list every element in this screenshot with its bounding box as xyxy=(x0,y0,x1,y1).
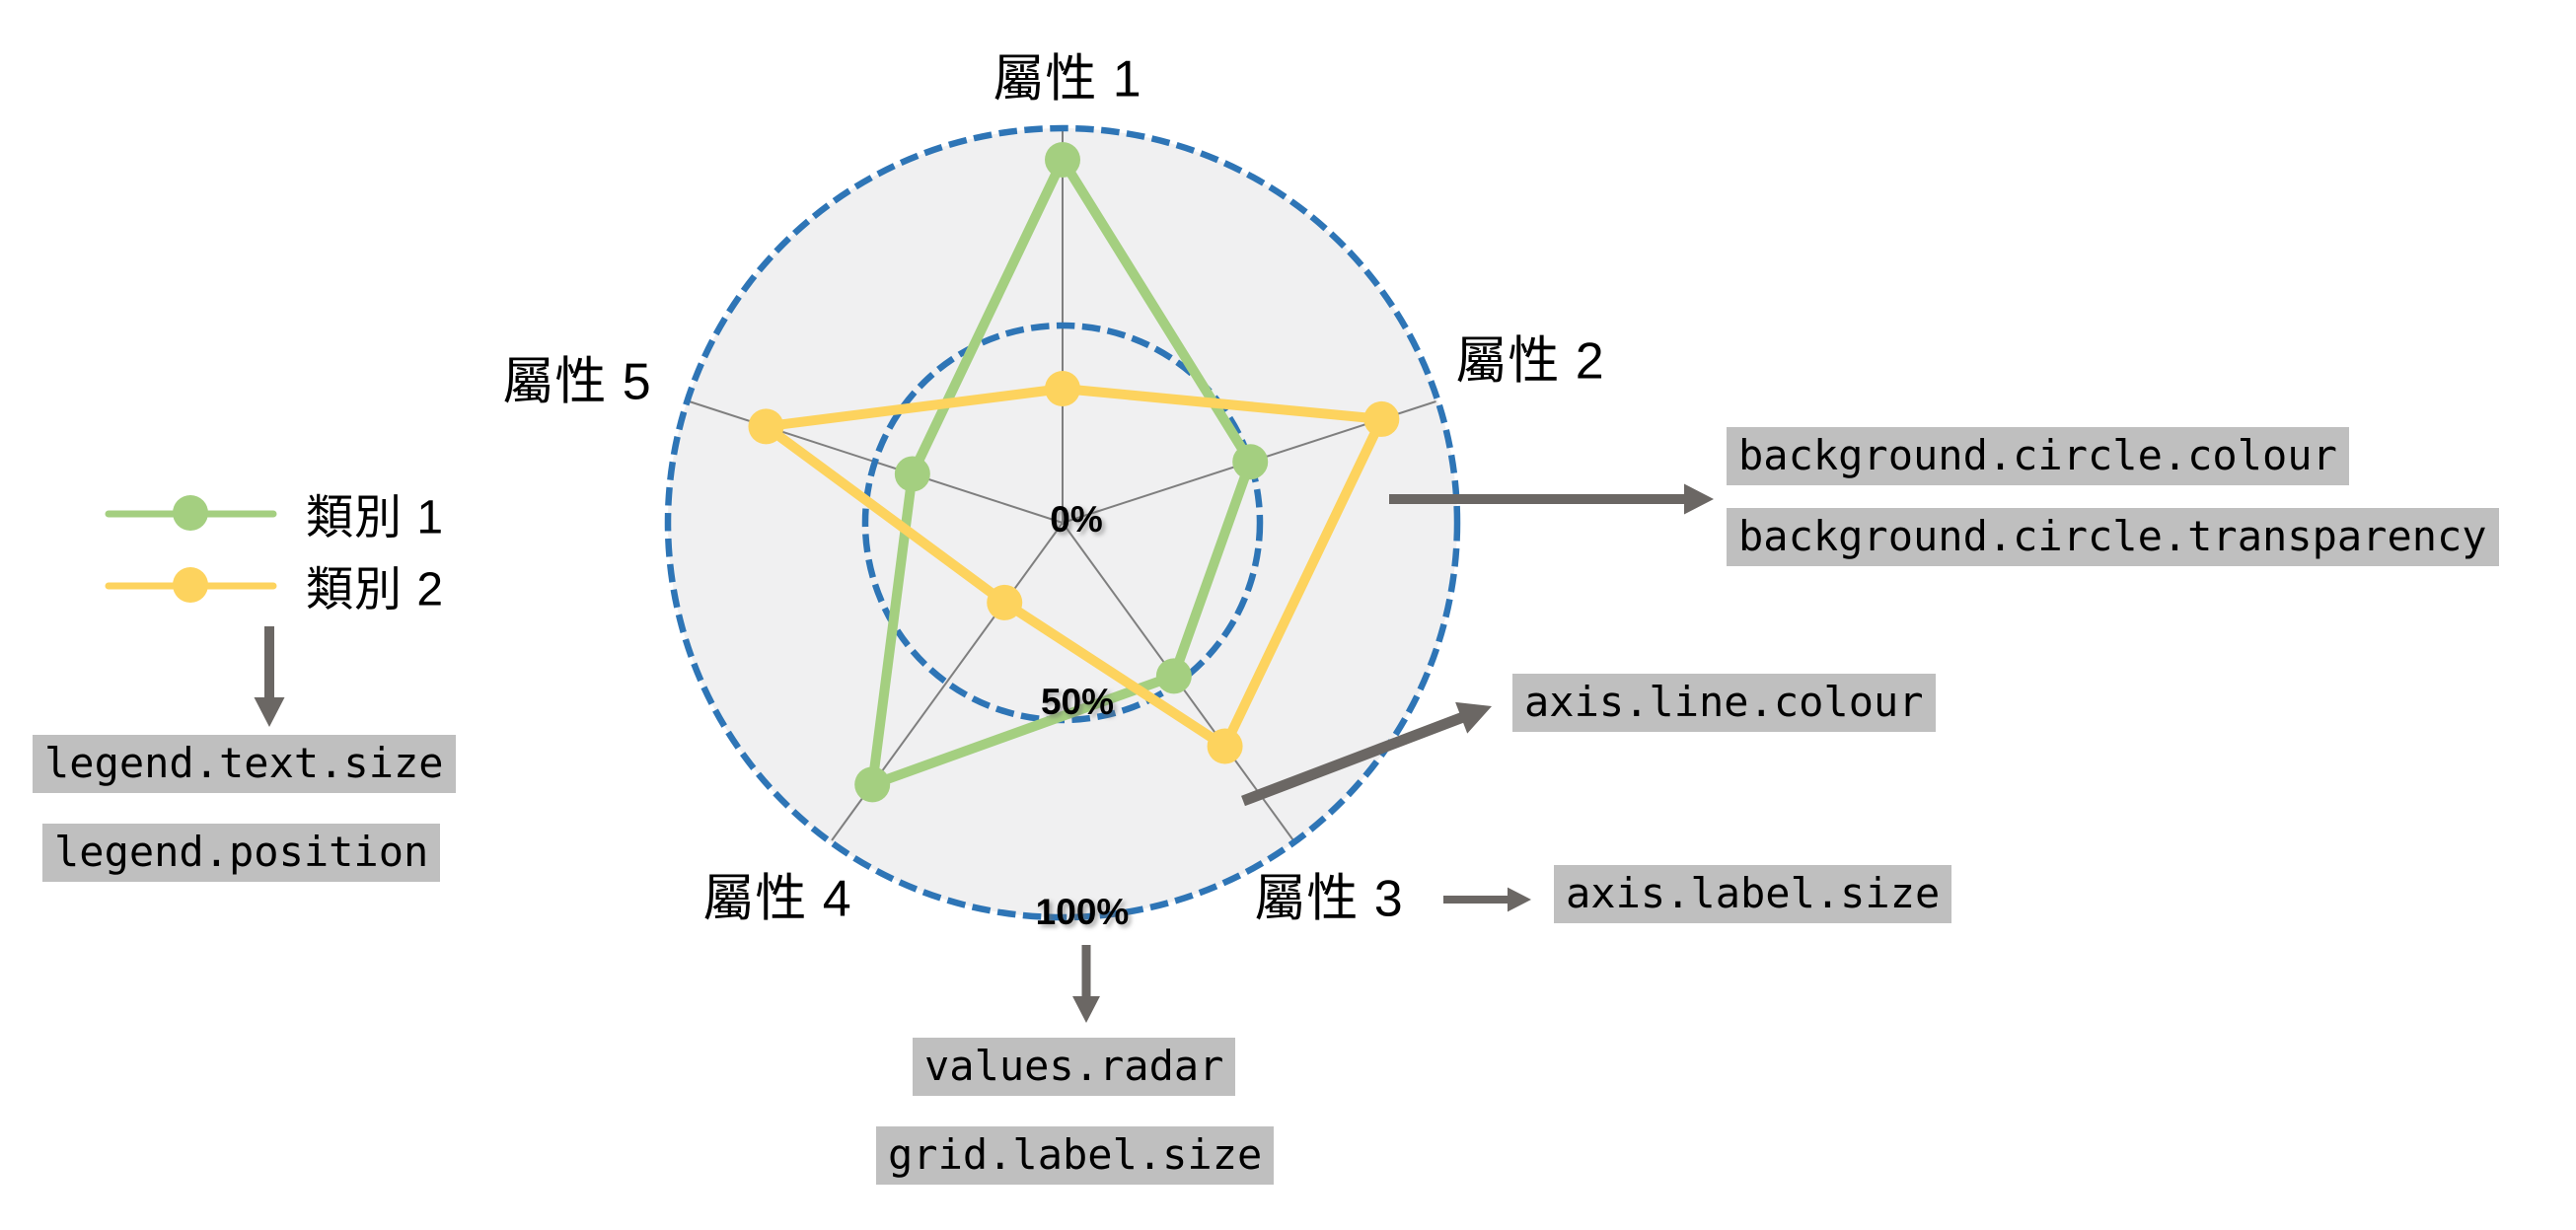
legend-item-label-2: 類別 2 xyxy=(306,563,445,616)
callout-axis-line-colour: axis.line.colour xyxy=(1512,674,1936,732)
callout-background-circle-colour: background.circle.colour xyxy=(1727,427,2349,485)
series-1-point-3 xyxy=(1155,658,1192,694)
callout-grid-label-size: grid.label.size xyxy=(876,1126,1275,1185)
axis-label-2: 屬性 2 xyxy=(1455,332,1605,391)
series-line-1 xyxy=(867,155,1256,790)
series-2-point-2 xyxy=(1363,400,1400,437)
series-1-point-1 xyxy=(1045,142,1080,178)
series-1-point-2 xyxy=(1232,444,1269,480)
callout-values-radar: values.radar xyxy=(913,1038,1236,1096)
legend-dot-icon-1 xyxy=(173,495,208,531)
series-2-point-5 xyxy=(748,408,784,445)
axis-label-arrow-head-icon xyxy=(1508,887,1531,912)
legend-item-label-1: 類別 1 xyxy=(306,491,445,544)
series-2-point-3 xyxy=(1207,728,1243,764)
legend-arrow-head-icon xyxy=(254,697,285,727)
grid-label-50: 50% xyxy=(1040,682,1115,722)
series-2-point-4 xyxy=(987,584,1023,620)
axis-label-4: 屬性 4 xyxy=(702,870,852,928)
series-line-2 xyxy=(761,384,1387,752)
grid-circle-100 xyxy=(664,124,1461,921)
callout-legend-position: legend.position xyxy=(42,824,441,882)
series-1-point-5 xyxy=(894,456,930,492)
grid-label-100: 100% xyxy=(1035,892,1130,932)
axis-label-5: 屬性 5 xyxy=(502,353,652,411)
callout-background-circle-transparency: background.circle.transparency xyxy=(1727,508,2499,566)
callout-legend-text-size: legend.text.size xyxy=(33,735,456,793)
legend-dot-icon-2 xyxy=(173,567,208,603)
callout-axis-label-size: axis.label.size xyxy=(1554,865,1952,923)
series-1-point-4 xyxy=(854,766,891,803)
axis-label-3: 屬性 3 xyxy=(1254,870,1404,928)
grid-label-arrow-head-icon xyxy=(1072,996,1100,1023)
grid-label-0: 0% xyxy=(1050,499,1103,540)
axis-label-1: 屬性 1 xyxy=(993,50,1142,109)
background-arrow-head-icon xyxy=(1684,483,1714,515)
series-2-point-1 xyxy=(1045,371,1080,406)
axis-line-arrow-head-icon xyxy=(1455,701,1492,734)
axis-line-arrow xyxy=(1241,712,1465,807)
